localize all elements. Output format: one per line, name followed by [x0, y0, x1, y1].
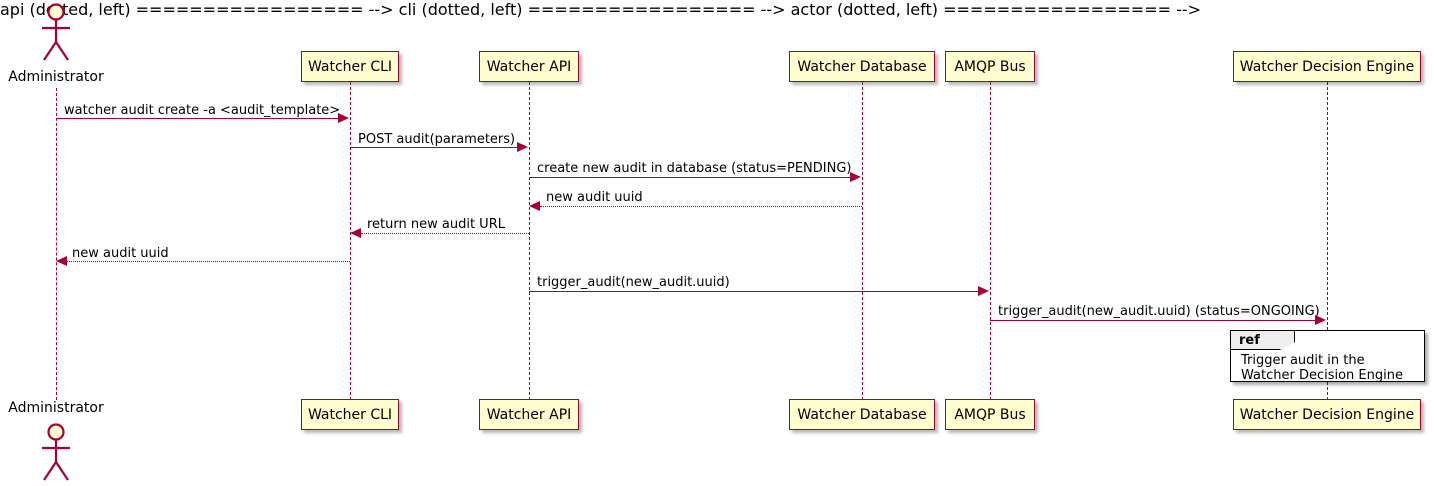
- message-label-2: POST audit(parameters): [358, 132, 516, 147]
- message-label-3: create new audit in database (status=PEN…: [537, 161, 852, 176]
- message-label-7: trigger_audit(new_audit.uuid): [537, 275, 730, 290]
- participant-label: AMQP Bus: [954, 406, 1026, 423]
- actor-figure-top: [42, 3, 70, 61]
- message-arrowhead-6: [56, 256, 67, 266]
- lifeline-watcher-decision-engine: [1327, 82, 1328, 400]
- participant-watcher-api-top[interactable]: Watcher API: [479, 51, 579, 82]
- participant-label: Watcher Decision Engine: [1239, 406, 1415, 423]
- actor-figure-bottom: [42, 423, 70, 481]
- message-line-5: [361, 233, 529, 234]
- participant-label: Watcher CLI: [307, 58, 393, 75]
- participant-watcher-cli-bottom[interactable]: Watcher CLI: [301, 399, 399, 430]
- actor-label-top: Administrator: [8, 69, 104, 85]
- message-arrowhead-3: [850, 172, 861, 182]
- message-line-6: [67, 261, 350, 262]
- participant-label: Watcher CLI: [307, 406, 393, 423]
- message-arrowhead-5: [350, 228, 361, 238]
- message-line-8: [990, 320, 1316, 321]
- participant-label: Watcher Database: [797, 406, 927, 423]
- participant-watcher-database-bottom[interactable]: Watcher Database: [789, 399, 935, 430]
- participant-label: Watcher API: [486, 406, 572, 423]
- lifeline-watcher-cli: [350, 82, 351, 400]
- participant-amqp-bus-top[interactable]: AMQP Bus: [945, 51, 1035, 82]
- message-arrowhead-4: [529, 201, 540, 211]
- participant-watcher-decision-engine-top[interactable]: Watcher Decision Engine: [1233, 51, 1421, 82]
- message-arrowhead-1: [338, 113, 349, 123]
- ref-fragment-tag: ref: [1231, 331, 1295, 350]
- message-label-8: trigger_audit(new_audit.uuid) (status=ON…: [998, 304, 1320, 319]
- participant-label: Watcher API: [486, 58, 572, 75]
- message-line-4: [540, 206, 862, 207]
- message-label-4: new audit uuid: [546, 190, 643, 205]
- ref-fragment-line2: Watcher Decision Engine: [1241, 368, 1403, 383]
- message-arrowhead-2: [517, 142, 528, 152]
- participant-watcher-database-top[interactable]: Watcher Database: [789, 51, 935, 82]
- participant-label: Watcher Database: [797, 58, 927, 75]
- participant-watcher-decision-engine-bottom[interactable]: Watcher Decision Engine: [1233, 399, 1421, 430]
- lifeline-watcher-api: [529, 82, 530, 400]
- lifeline-administrator: [56, 88, 57, 400]
- message-line-2: [350, 147, 518, 148]
- participant-amqp-bus-bottom[interactable]: AMQP Bus: [945, 399, 1035, 430]
- message-line-7: [529, 291, 979, 292]
- lifeline-amqp-bus: [990, 82, 991, 400]
- message-arrowhead-8: [1315, 315, 1326, 325]
- message-label-1: watcher audit create -a <audit_template>: [64, 103, 341, 118]
- participant-label: AMQP Bus: [954, 58, 1026, 75]
- participant-watcher-api-bottom[interactable]: Watcher API: [479, 399, 579, 430]
- lifeline-watcher-database: [862, 82, 863, 400]
- message-line-1: [56, 118, 339, 119]
- message-label-6: new audit uuid: [72, 246, 169, 261]
- ref-fragment: ref Trigger audit in the Watcher Decisio…: [1230, 330, 1425, 383]
- message-line-3: [529, 177, 851, 178]
- participant-watcher-cli-top[interactable]: Watcher CLI: [301, 51, 399, 82]
- message-arrowhead-7: [978, 286, 989, 296]
- ref-fragment-line1: Trigger audit in the: [1241, 353, 1365, 368]
- actor-label-bottom: Administrator: [8, 400, 104, 416]
- message-label-5: return new audit URL: [367, 217, 505, 232]
- participant-label: Watcher Decision Engine: [1239, 58, 1415, 75]
